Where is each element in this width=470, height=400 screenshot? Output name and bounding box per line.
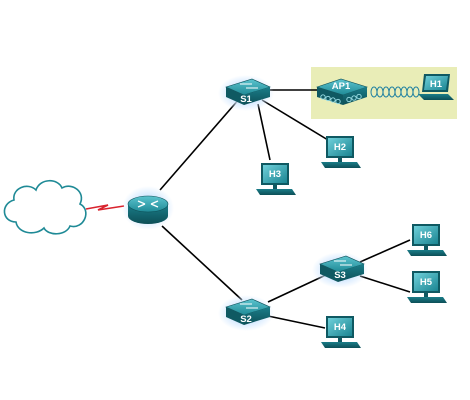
switch-label-s2: S2	[240, 314, 252, 325]
switch-s1: S1	[218, 75, 274, 111]
pc-icon	[321, 316, 361, 348]
link-s1-h2	[261, 99, 329, 141]
host-label-h3: H3	[269, 169, 281, 180]
pc-icon	[407, 271, 447, 303]
link-router-s2	[161, 225, 243, 301]
link-s2-h4	[267, 315, 326, 329]
router-icon	[122, 186, 174, 230]
laptop-icon	[418, 74, 454, 100]
link-router-s1	[159, 97, 241, 191]
pc-icon	[407, 224, 447, 256]
wireless-access-point-icon	[316, 78, 368, 105]
host-label-h2: H2	[334, 142, 346, 153]
wan-serial-link	[85, 204, 125, 211]
link-s3-h6	[359, 239, 411, 263]
pc-icon	[256, 163, 296, 195]
access-point-ap1: AP1	[316, 78, 368, 105]
link-s3-h5	[359, 275, 411, 293]
pc-h3: H3	[256, 163, 296, 195]
switch-s3: S3	[312, 252, 368, 288]
pc-h5: H5	[407, 271, 447, 303]
links	[159, 89, 411, 329]
cloud-icon	[3, 179, 87, 235]
pc-h6: H6	[407, 224, 447, 256]
pc-h2: H2	[321, 136, 361, 168]
laptop-h1: H1	[418, 74, 454, 100]
wireless-signal	[370, 86, 420, 98]
host-label-h5: H5	[420, 277, 433, 288]
host-label-h4: H4	[334, 322, 347, 333]
host-label-h1: H1	[430, 79, 443, 90]
host-label-h6: H6	[420, 230, 432, 241]
switch-icon	[225, 298, 271, 325]
switch-s2: S2	[218, 295, 274, 331]
pc-icon	[321, 136, 361, 168]
switch-label-s1: S1	[240, 94, 252, 105]
switch-icon	[319, 255, 365, 282]
switch-icon	[225, 78, 271, 105]
ap-label-ap1: AP1	[332, 81, 351, 92]
link-s1-h3	[257, 103, 271, 161]
switch-label-s3: S3	[334, 270, 346, 281]
pc-h4: H4	[321, 316, 361, 348]
